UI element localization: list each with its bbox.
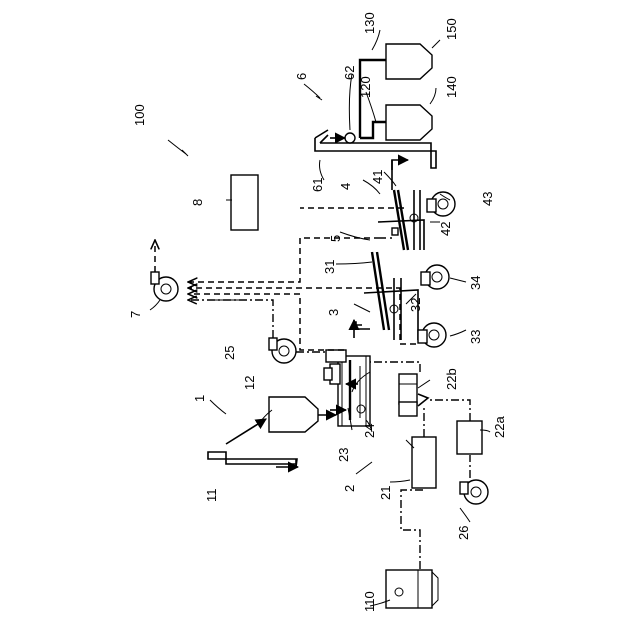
label-23: 23 <box>336 448 351 462</box>
label-21: 21 <box>378 486 393 500</box>
label-11: 11 <box>204 489 219 503</box>
blower-7 <box>151 240 178 301</box>
label-26: 26 <box>456 526 471 540</box>
flow-22b-to-23 <box>366 362 420 372</box>
flow-110-to-21 <box>401 488 424 569</box>
label-6: 6 <box>294 73 309 80</box>
leader-lines <box>150 30 490 606</box>
label-4: 4 <box>338 183 353 190</box>
label-150: 150 <box>444 18 459 40</box>
blower-33 <box>418 323 446 347</box>
label-100: 100 <box>132 104 147 126</box>
nozzle-5 <box>392 228 398 235</box>
unit-22a-box <box>457 421 482 454</box>
label-8: 8 <box>190 199 205 206</box>
label-3: 3 <box>326 309 341 316</box>
unit-8-box <box>231 175 258 230</box>
blower-34 <box>421 265 449 289</box>
label-31: 31 <box>322 260 337 274</box>
dryer-3 <box>354 252 418 340</box>
label-61: 61 <box>310 178 325 192</box>
label-5: 5 <box>328 235 343 242</box>
silo-150 <box>386 44 432 79</box>
label-110: 110 <box>362 591 377 612</box>
device-110 <box>386 570 438 608</box>
label-41: 41 <box>370 170 385 184</box>
flow-22a-to-22b <box>428 400 470 421</box>
label-22b: 22b <box>444 368 459 390</box>
blower-25 <box>188 300 326 363</box>
exhaust-line-a <box>188 294 344 350</box>
label-34: 34 <box>468 276 483 290</box>
label-62: 62 <box>342 66 357 80</box>
label-7: 7 <box>128 311 143 318</box>
exhaust-line-c <box>188 238 380 282</box>
label-43: 43 <box>480 192 495 206</box>
label-42: 42 <box>438 222 453 236</box>
unit-21-box <box>412 437 436 488</box>
pipe-network <box>330 60 386 143</box>
label-12: 12 <box>242 376 257 390</box>
label-130: 130 <box>362 12 377 34</box>
label-25: 25 <box>222 346 237 360</box>
blower-26 <box>460 480 488 504</box>
hopper-12 <box>269 397 336 432</box>
silo-140 <box>386 105 432 140</box>
label-33: 33 <box>468 330 483 344</box>
label-32: 32 <box>408 298 423 312</box>
label-140: 140 <box>444 76 459 98</box>
blower-43 <box>427 192 455 216</box>
label-1: 1 <box>192 395 207 402</box>
label-2: 2 <box>342 485 357 492</box>
label-24: 24 <box>362 424 377 438</box>
label-22a: 22a <box>492 416 507 438</box>
label-120: 120 <box>358 76 373 98</box>
labels: 100 6 1 2 3 4 5 7 8 11 12 21 22a 22b 23 … <box>128 12 507 612</box>
